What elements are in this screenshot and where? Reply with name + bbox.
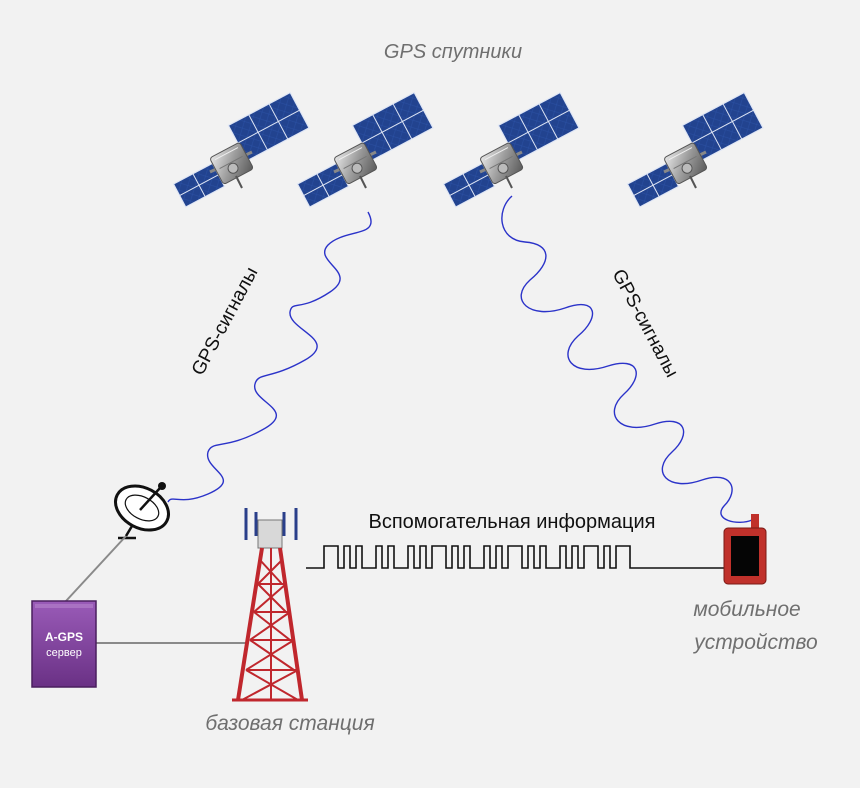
base-station-label: базовая станция [205,712,374,735]
right-gps-signal-wave [501,195,753,524]
server-name: A-GPS [45,630,83,644]
assist-info-label: Вспомогательная информация [369,511,656,533]
satellite-icon [296,91,435,209]
left-gps-signal-label: GPS-сигналы [188,264,263,379]
satellite-dish-icon [114,482,170,540]
satellite-icon [172,91,311,209]
dish-to-server-line [65,535,127,602]
mobile-label-line2: устройство [692,631,818,654]
satellite-icon [442,91,581,209]
cell-tower-icon [232,508,308,702]
satellites-title: GPS спутники [384,41,522,63]
left-gps-signal-wave [167,211,372,503]
mobile-phone-icon [723,514,767,585]
server-sub: сервер [46,647,82,659]
satellite-icon [626,91,765,209]
mobile-label-line1: мобильное [693,598,800,621]
server-box-icon [31,600,97,688]
assist-data-signal [306,545,724,569]
